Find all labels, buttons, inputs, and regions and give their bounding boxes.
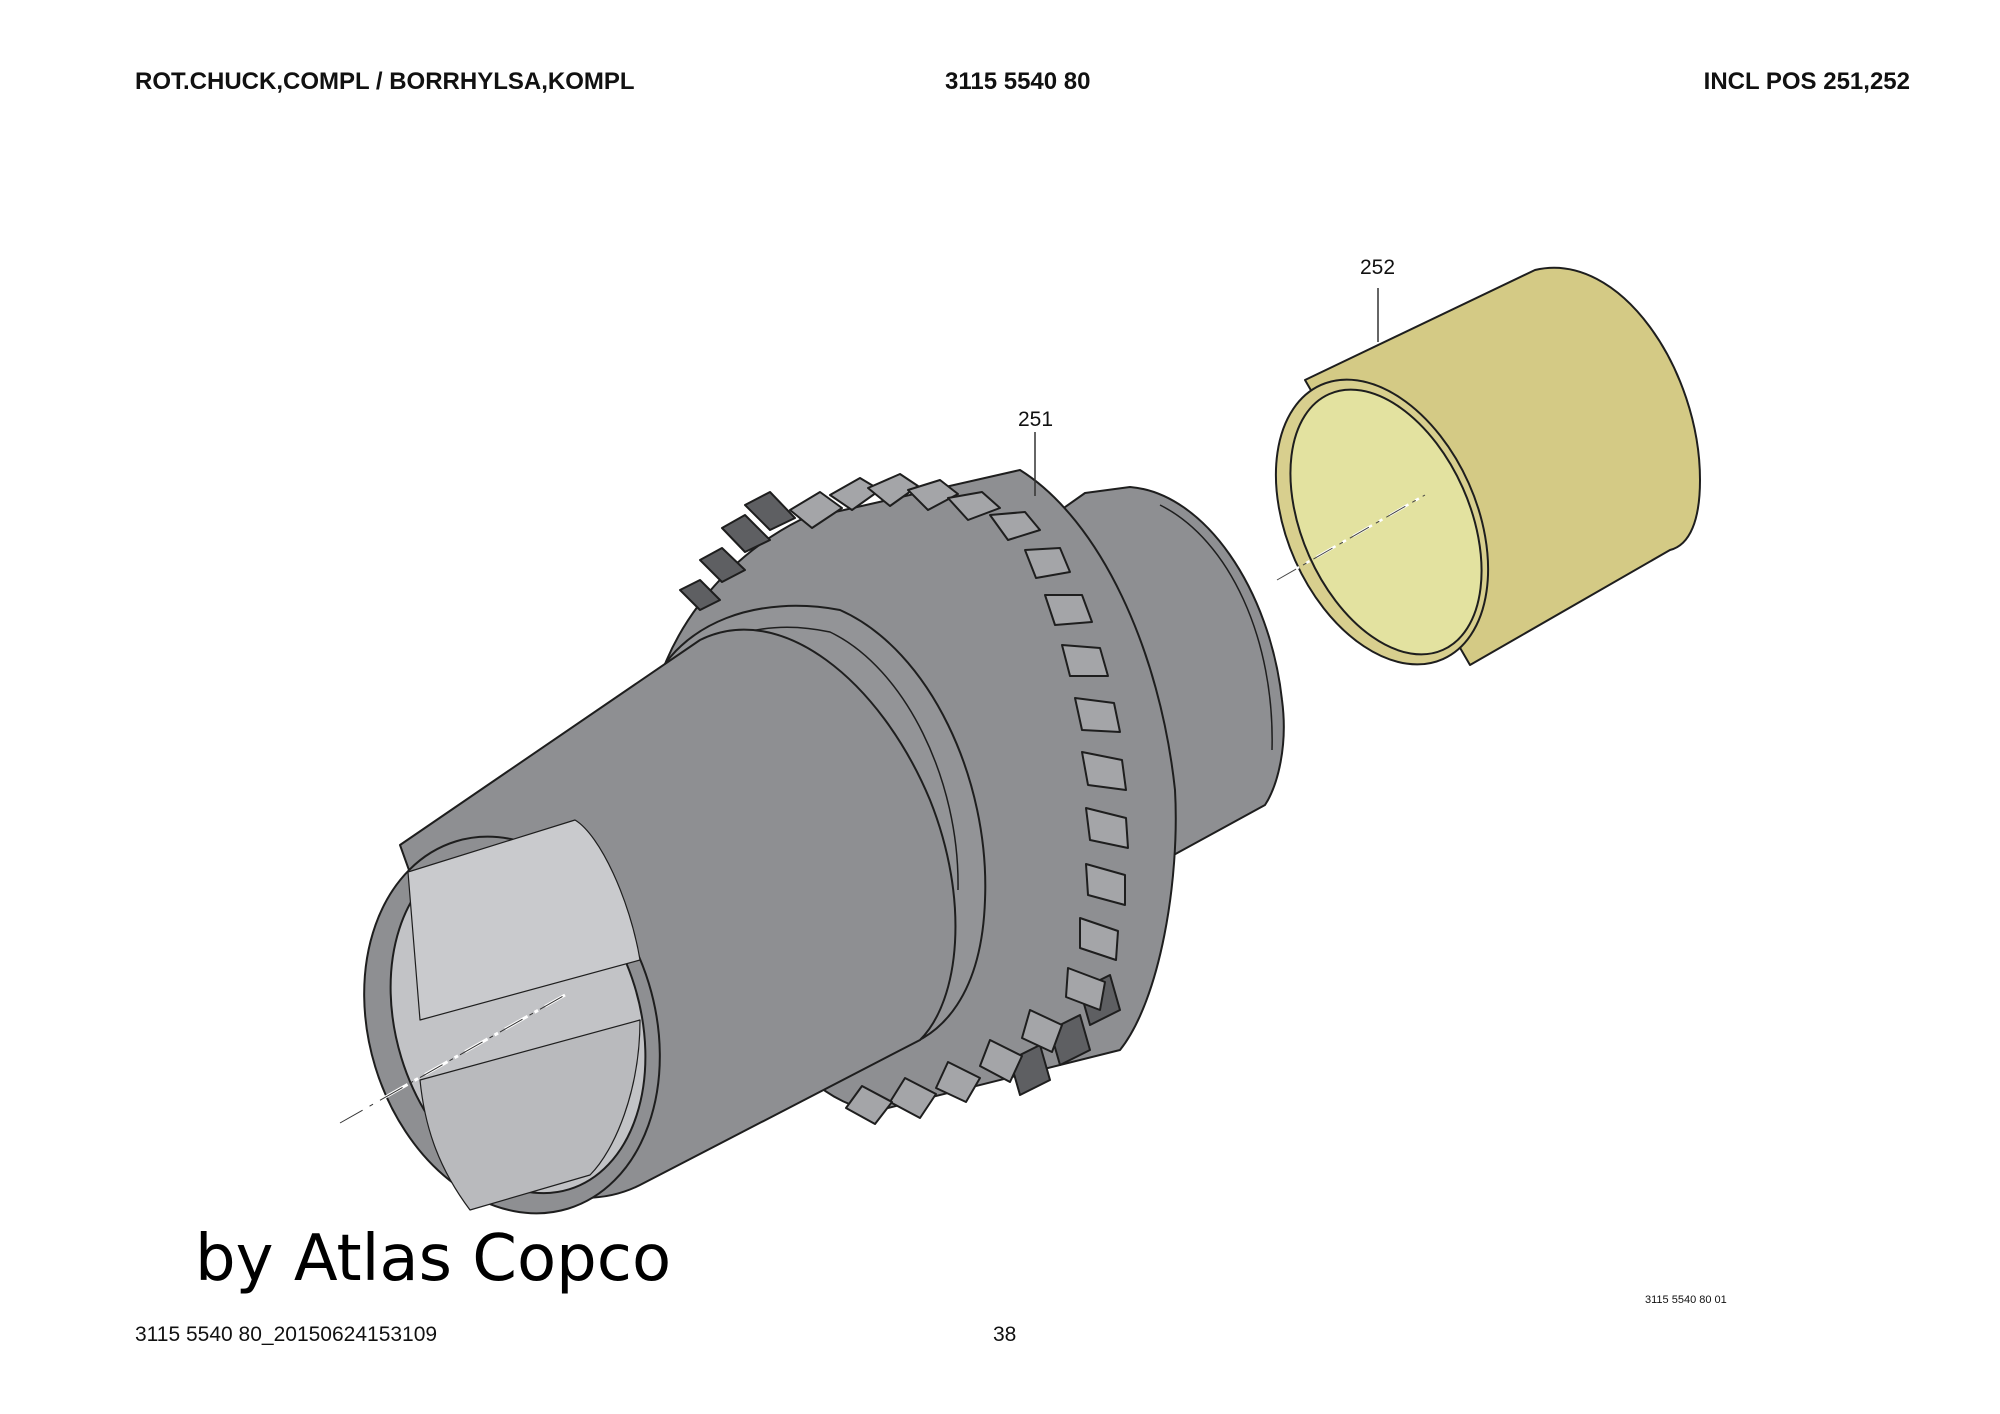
document-id: 3115 5540 80_20150624153109 (135, 1323, 438, 1346)
callout-label-252: 252 (1360, 256, 1395, 279)
callout-252: 252 (1360, 256, 1395, 342)
part-number: 3115 5540 80 (945, 68, 1091, 95)
page-number: 38 (993, 1323, 1017, 1346)
rotation-chuck-part (339, 469, 1285, 1215)
callout-label-251: 251 (1018, 408, 1053, 431)
figure-id: 3115 5540 80 01 (1645, 1294, 1727, 1306)
atlas-copco-watermark: by Atlas Copco (195, 1222, 672, 1296)
document-title: ROT.CHUCK,COMPL / BORRHYLSA,KOMPL (135, 68, 635, 95)
callout-251: 251 (1018, 408, 1053, 496)
inclusion-note: INCL POS 251,252 (1703, 68, 1910, 95)
bushing-part (1274, 266, 1701, 666)
